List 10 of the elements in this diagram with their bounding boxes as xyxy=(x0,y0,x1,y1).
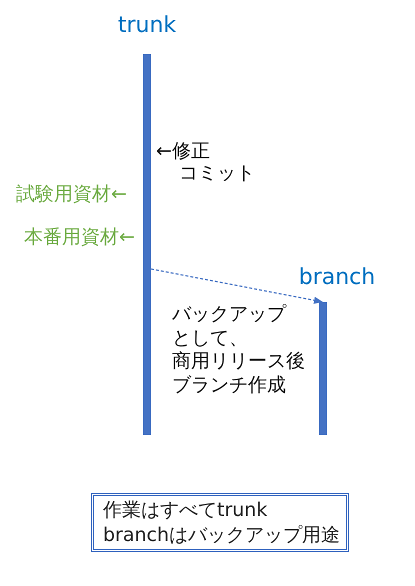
heading: trunk xyxy=(116,12,178,40)
note-text: 作業はすべてtrunk xyxy=(103,498,268,523)
heading: branch xyxy=(298,264,376,292)
note-text: branchはバックアップ用途 xyxy=(103,523,337,548)
dashed-arrow xyxy=(150,268,324,304)
annotation-text: 試験用資材← xyxy=(16,183,127,205)
annotation-text: ←修正コミット xyxy=(156,140,255,184)
note-box xyxy=(91,493,349,552)
description-text: バックアップとして、商用リリース後ブランチ作成 xyxy=(172,303,305,397)
annotation-text: 本番用資材← xyxy=(24,226,135,248)
